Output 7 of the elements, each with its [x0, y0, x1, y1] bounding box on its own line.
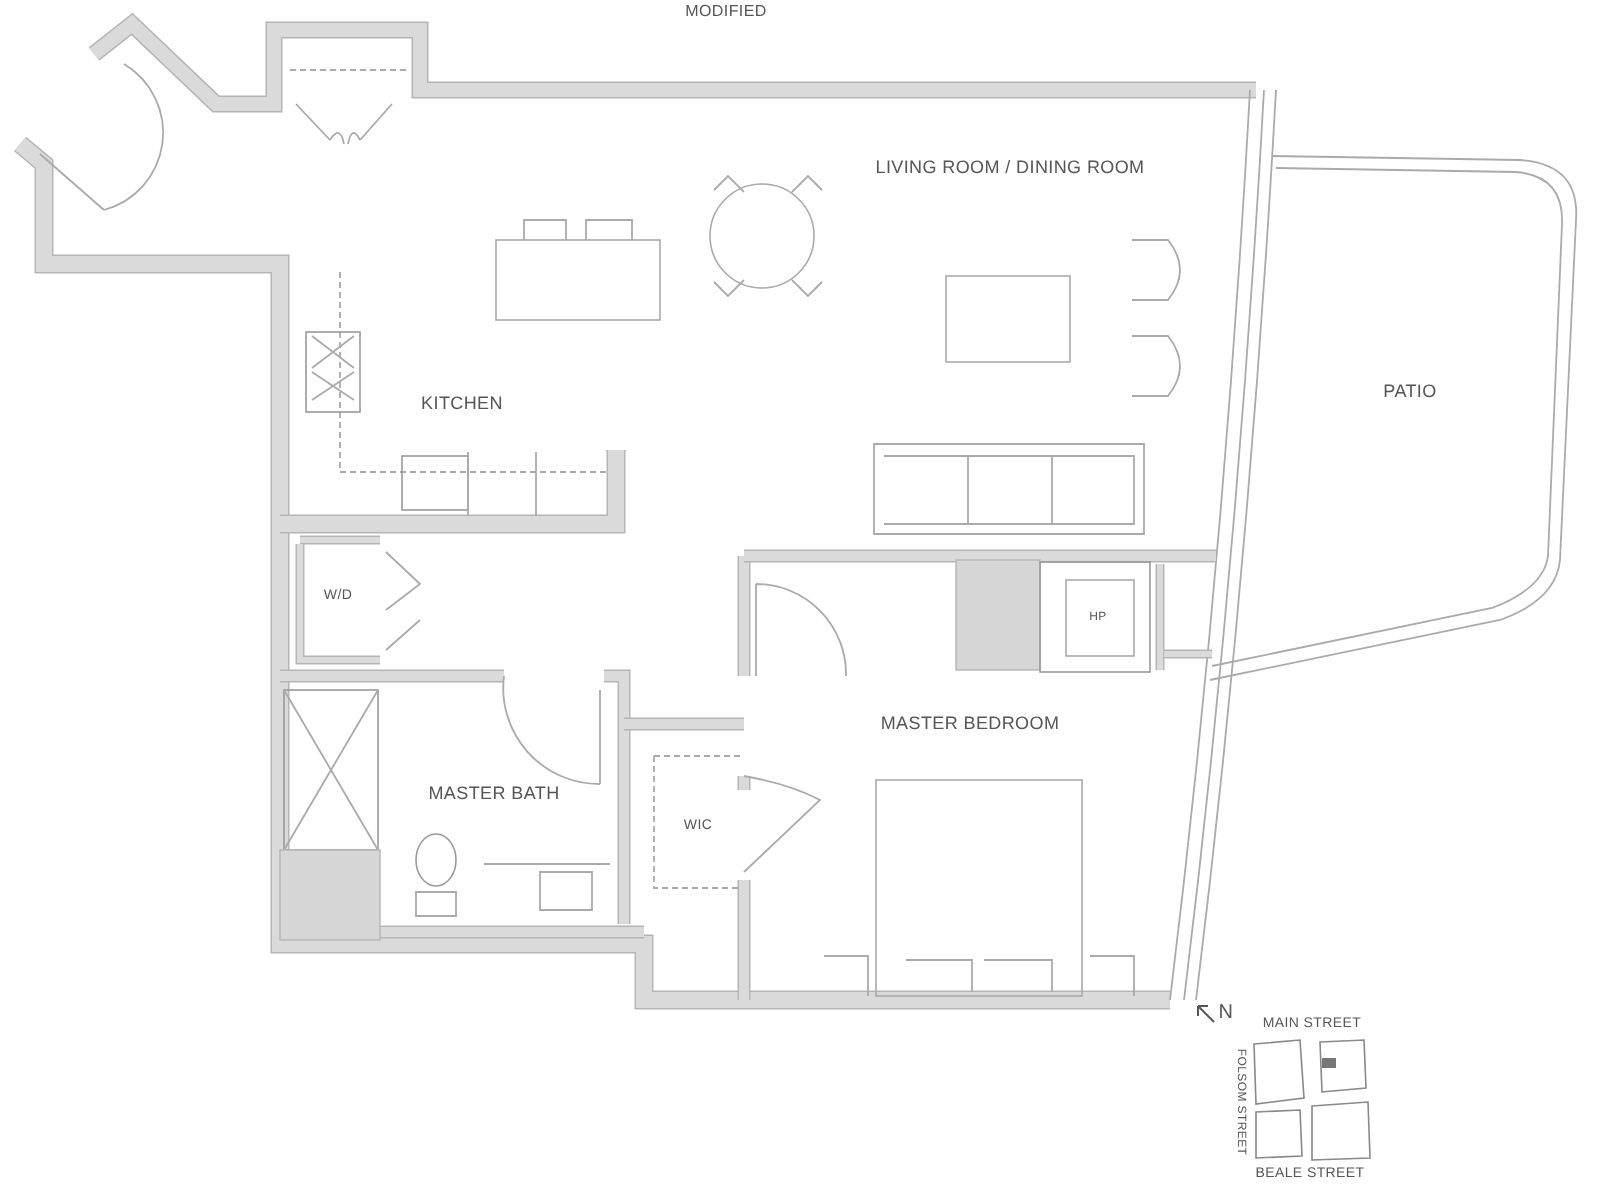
room-label: MASTER BATH — [428, 785, 560, 803]
plan-note: MODIFIED — [685, 4, 767, 20]
room-label: PATIO — [1383, 383, 1437, 401]
north-label: N — [1218, 1004, 1234, 1024]
room-label: KITCHEN — [421, 395, 503, 413]
room-label: LIVING ROOM / DINING ROOM — [875, 159, 1145, 177]
room-label: MASTER BEDROOM — [880, 715, 1060, 733]
